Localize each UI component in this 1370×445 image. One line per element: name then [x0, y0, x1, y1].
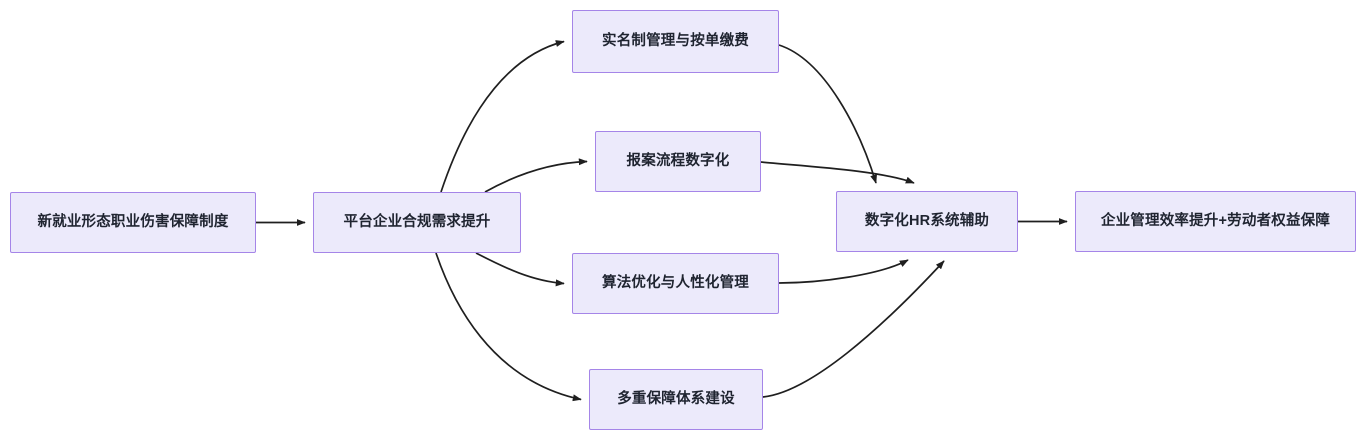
node-realname-label: 实名制管理与按单缴费	[602, 32, 749, 49]
edge-multilayer-to-hr	[762, 260, 945, 398]
edge-algorithm-to-hr	[778, 259, 909, 284]
node-claims-label: 报案流程数字化	[626, 152, 730, 169]
edge-claims-to-hr	[760, 161, 915, 184]
node-multilayer[interactable]: 多重保障体系建设	[589, 369, 763, 430]
node-realname[interactable]: 实名制管理与按单缴费	[572, 10, 779, 73]
node-source-label: 新就业形态职业伤害保障制度	[37, 213, 229, 230]
node-outcome[interactable]: 企业管理效率提升+劳动者权益保障	[1075, 191, 1356, 252]
node-multilayer-label: 多重保障体系建设	[617, 390, 735, 407]
edge-realname-to-hr	[778, 44, 877, 184]
node-algorithm[interactable]: 算法优化与人性化管理	[572, 253, 779, 314]
node-platform[interactable]: 平台企业合规需求提升	[313, 192, 521, 253]
node-source[interactable]: 新就业形态职业伤害保障制度	[10, 192, 256, 253]
edge-platform-to-claims	[484, 158, 588, 193]
node-platform-label: 平台企业合规需求提升	[343, 213, 491, 230]
node-hr-label: 数字化HR系统辅助	[864, 212, 990, 229]
node-hr[interactable]: 数字化HR系统辅助	[836, 191, 1018, 252]
edge-platform-to-multilayer	[435, 252, 582, 402]
node-outcome-label: 企业管理效率提升+劳动者权益保障	[1100, 212, 1331, 229]
edge-platform-to-algorithm	[475, 252, 565, 287]
edge-platform-to-realname	[440, 40, 565, 193]
node-algorithm-label: 算法优化与人性化管理	[602, 274, 749, 291]
node-claims[interactable]: 报案流程数字化	[595, 131, 761, 192]
